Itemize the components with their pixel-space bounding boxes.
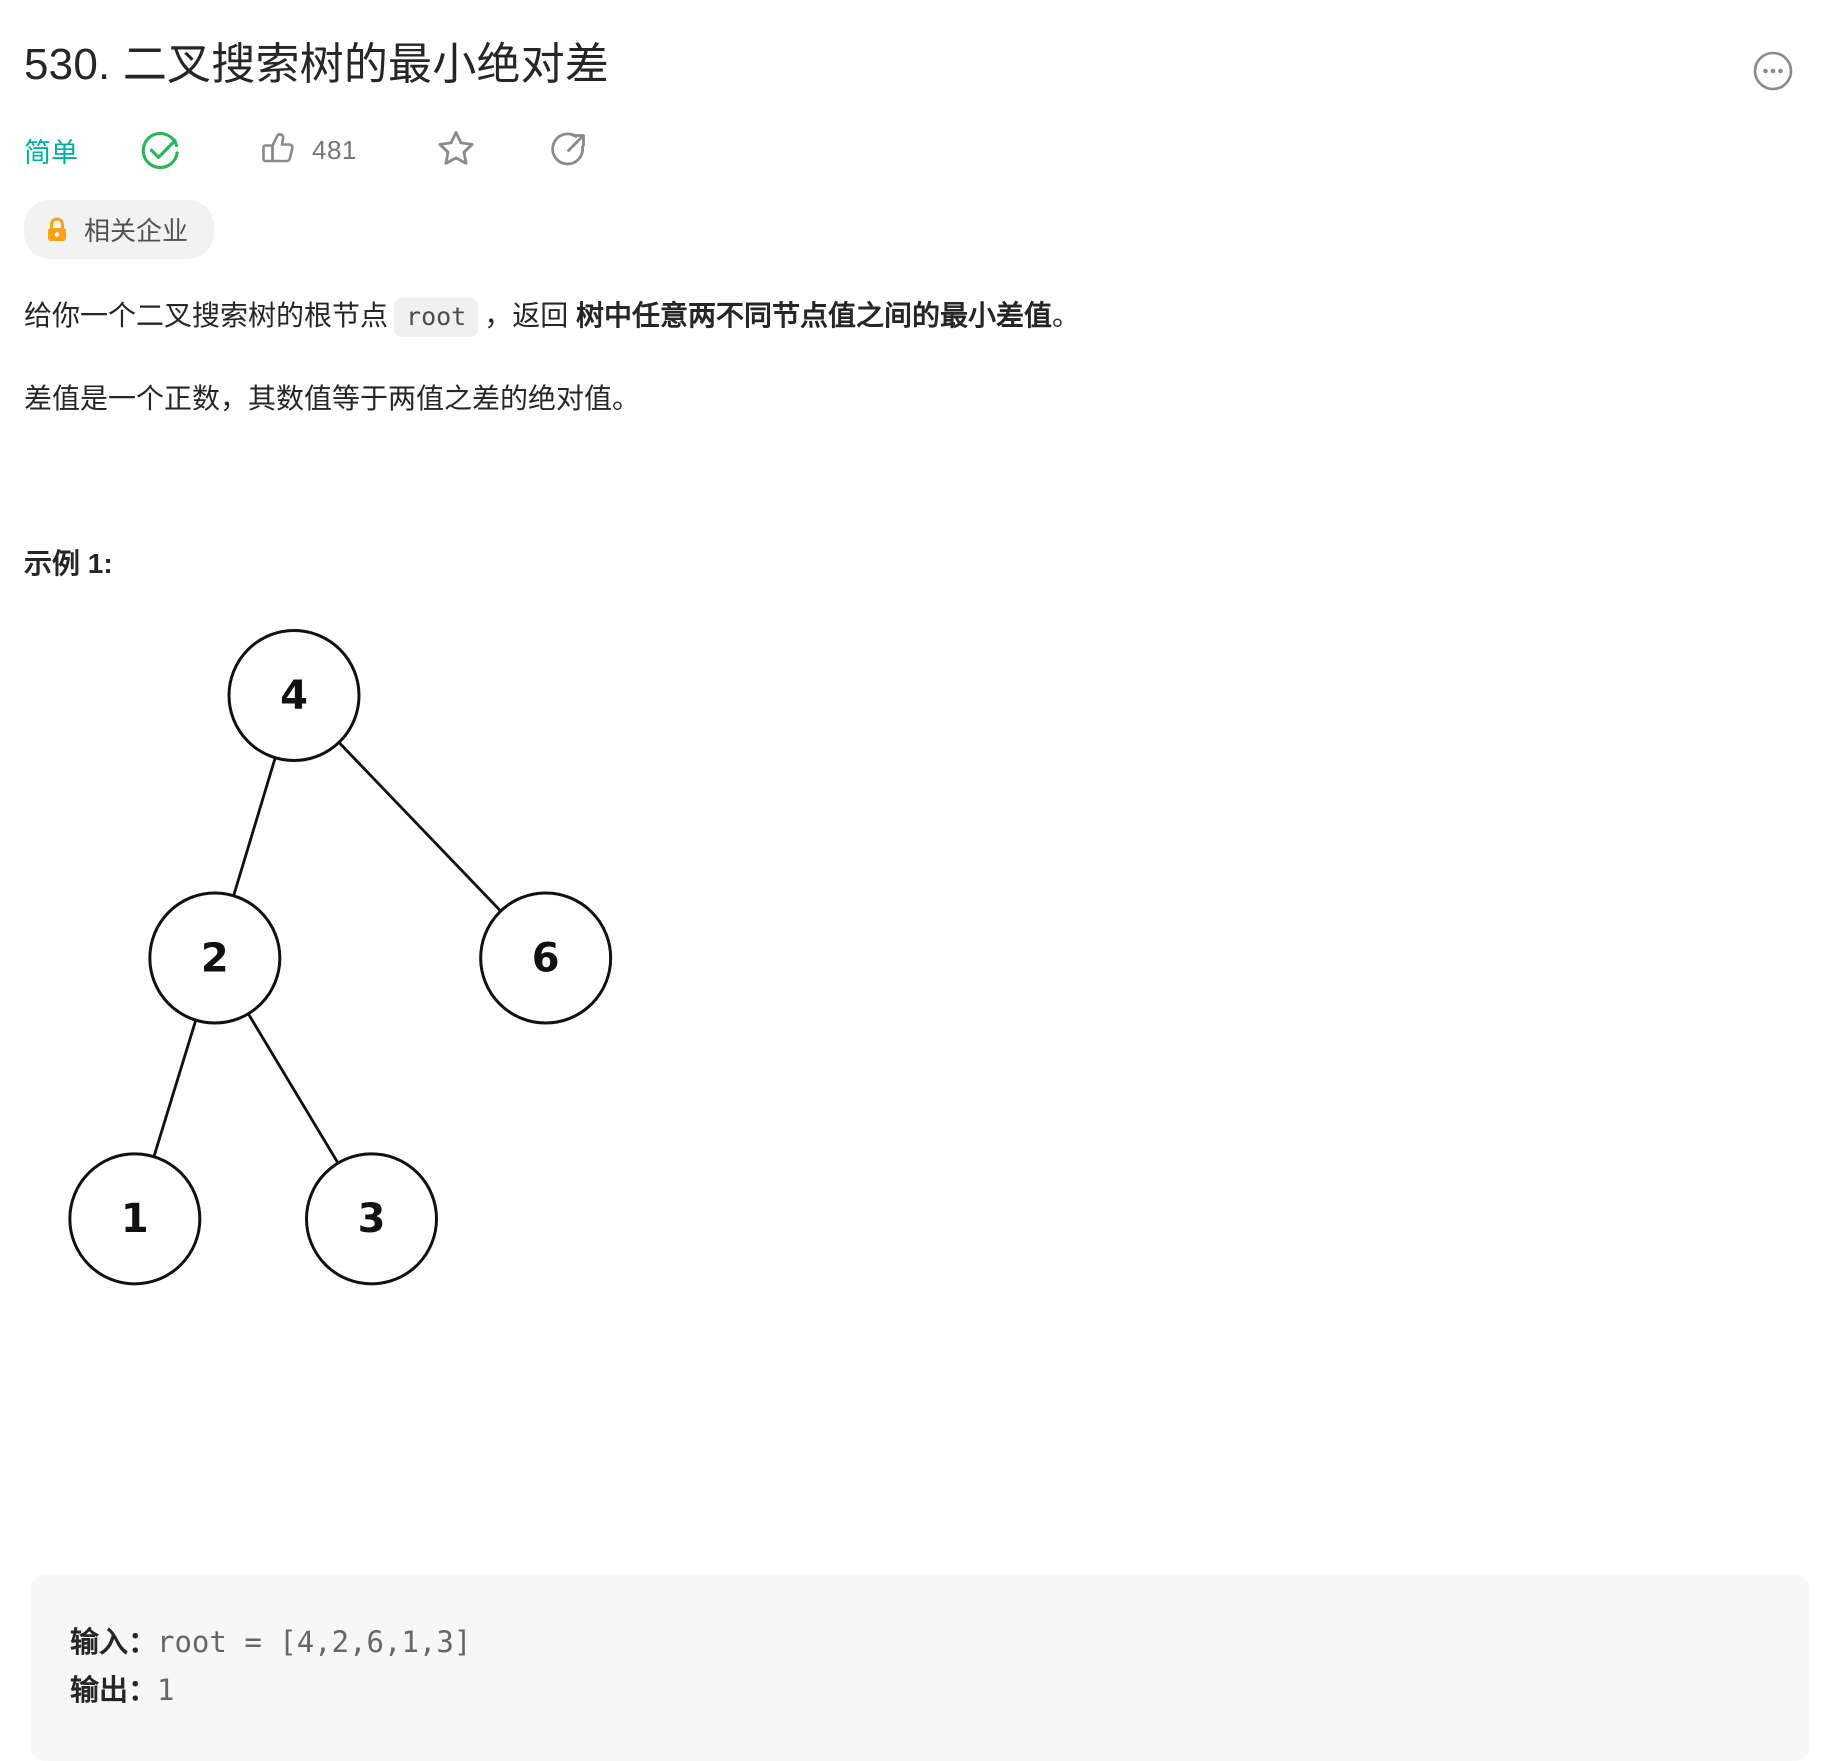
page-title: 530. 二叉搜索树的最小绝对差 — [24, 40, 610, 89]
like-button[interactable]: 481 — [258, 128, 357, 173]
example-input-line: 输入：root = [4,2,6,1,3] — [70, 1619, 1770, 1667]
star-outline-icon — [435, 127, 477, 174]
desc-p1-bold: 树中任意两不同节点值之间的最小差值 — [576, 300, 1053, 332]
example-output-value: 1 — [157, 1672, 175, 1707]
example-output-line: 输出：1 — [70, 1667, 1770, 1715]
tree-node: 3 — [305, 1152, 438, 1286]
tree-node-label: 3 — [358, 1196, 386, 1242]
related-companies-tag[interactable]: 相关企业 — [24, 200, 215, 260]
example-input-label: 输入： — [70, 1627, 158, 1659]
example-output-label: 输出： — [70, 1674, 158, 1707]
like-count: 481 — [312, 134, 357, 165]
scrollbar-track[interactable] — [1834, 0, 1840, 1746]
tree-edge — [231, 755, 278, 898]
tree-edge — [336, 740, 503, 914]
tree-node: 6 — [479, 891, 613, 1025]
share-circle-icon — [549, 127, 591, 174]
binary-tree-diagram: 4 2 6 1 3 — [24, 608, 834, 1308]
tree-node-label: 6 — [532, 935, 560, 981]
thumbs-up-icon — [258, 128, 298, 173]
tree-node-label: 1 — [121, 1196, 149, 1242]
check-circle-icon[interactable] — [138, 128, 182, 172]
example-code-block: 输入：root = [4,2,6,1,3] 输出：1 — [30, 1575, 1810, 1761]
difficulty-badge[interactable]: 简单 — [24, 137, 78, 168]
tree-node: 1 — [68, 1152, 202, 1286]
related-companies-label: 相关企业 — [84, 216, 189, 247]
tree-edge — [246, 1011, 341, 1166]
example-1-heading: 示例 1: — [24, 547, 113, 579]
desc-p1-after: 。 — [1052, 300, 1081, 332]
more-horizontal-circle-icon[interactable] — [1750, 48, 1796, 94]
title-row: 530. 二叉搜索树的最小绝对差 — [24, 0, 1816, 94]
desc-p1-middle: ，返回 — [484, 300, 569, 332]
tree-node: 2 — [148, 891, 282, 1025]
inline-code-root: root — [394, 298, 479, 338]
company-tag-row: 相关企业 — [24, 200, 1816, 260]
tree-node-label: 2 — [201, 935, 229, 981]
example-input-value: root = [4,2,6,1,3] — [157, 1625, 472, 1659]
tree-node-label: 4 — [280, 673, 308, 719]
tree-edge — [152, 1017, 198, 1159]
tree-node: 4 — [227, 628, 361, 762]
share-button[interactable] — [549, 127, 591, 174]
meta-row: 简单 481 — [24, 124, 1816, 176]
favorite-button[interactable] — [435, 127, 477, 174]
lock-icon — [44, 216, 70, 244]
description-paragraph-2: 差值是一个正数，其数值等于两值之差的绝对值。 — [24, 383, 641, 415]
desc-p1-before: 给你一个二叉搜索树的根节点 — [24, 300, 389, 332]
